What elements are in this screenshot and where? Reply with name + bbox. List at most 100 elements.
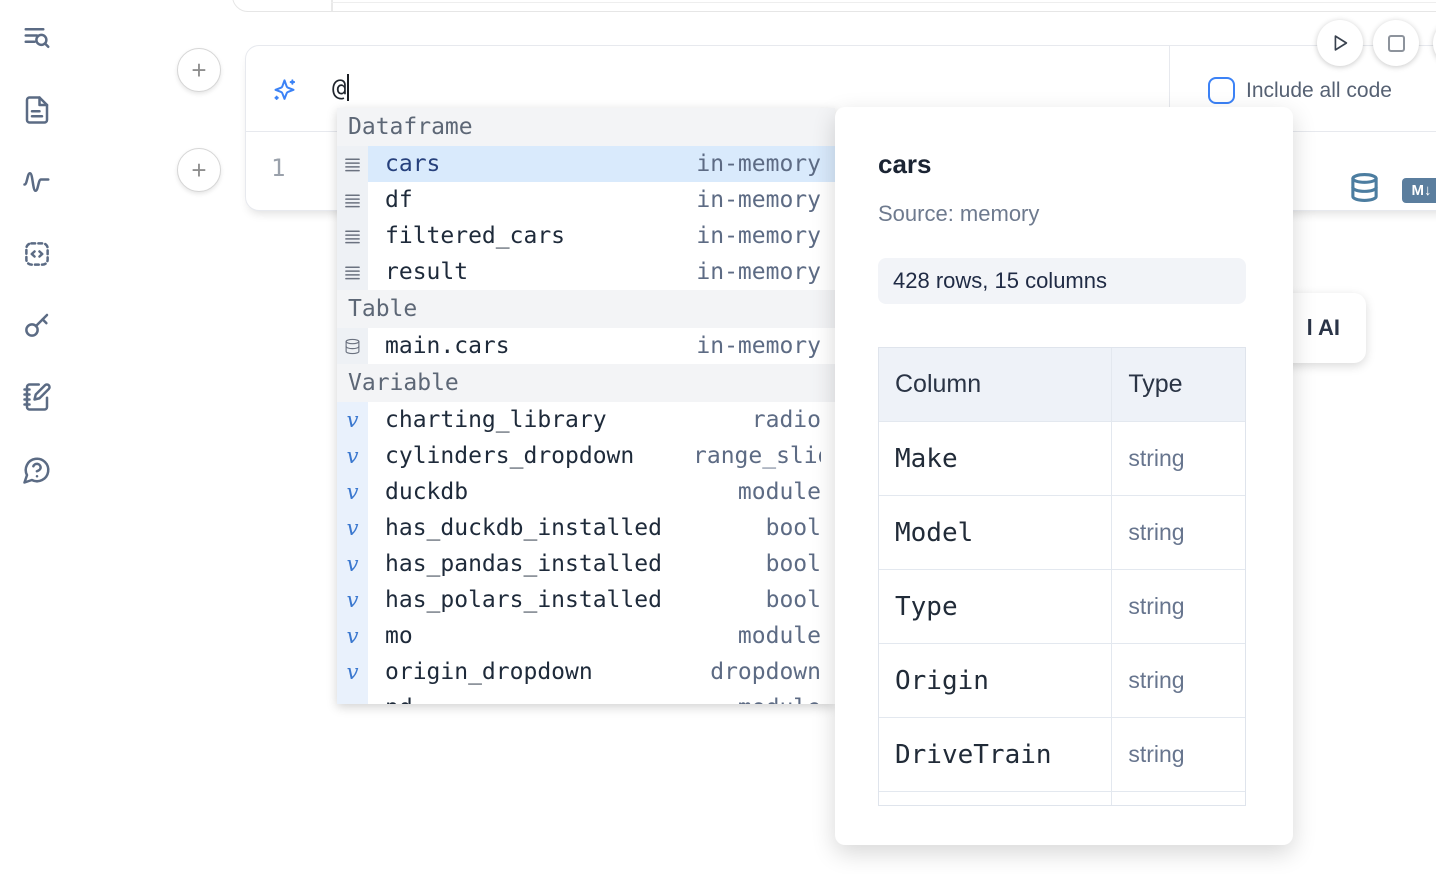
text-caret xyxy=(347,74,350,101)
preview-title: cars xyxy=(878,149,932,179)
column-name-cell: Make xyxy=(895,443,958,474)
autocomplete-item[interactable]: v origin_dropdown dropdown xyxy=(337,654,835,690)
markdown-icon[interactable]: M↓ xyxy=(1402,177,1436,203)
variable-icon: v xyxy=(337,654,368,690)
autocomplete-section-header: Dataframe xyxy=(337,108,835,146)
line-number: 1 xyxy=(271,154,286,182)
autocomplete-item-name: result xyxy=(385,259,469,285)
play-icon xyxy=(1334,35,1348,51)
autocomplete-item-name: duckdb xyxy=(385,479,469,505)
schema-row: Make string xyxy=(879,421,1245,495)
column-name-cell: Model xyxy=(895,517,974,548)
dataframe-preview-panel: cars Source: memory 428 rows, 15 columns… xyxy=(835,107,1293,845)
autocomplete-section-header: Table xyxy=(337,290,835,328)
add-cell-above-button[interactable]: + xyxy=(177,48,221,92)
preview-source: Source: memory xyxy=(878,201,1040,226)
scratchpad-icon[interactable] xyxy=(20,380,54,414)
dataframe-rows-icon xyxy=(337,218,368,254)
ai-sparkle-icon xyxy=(271,77,298,104)
edge-button-partial[interactable] xyxy=(1433,20,1436,66)
schema-row: Type string xyxy=(879,569,1245,643)
database-icon xyxy=(337,328,368,364)
autocomplete-item-name: charting_library xyxy=(385,407,607,433)
help-icon[interactable] xyxy=(20,453,54,487)
column-type-cell: string xyxy=(1111,644,1245,717)
autocomplete-item-name: df xyxy=(385,187,413,213)
autocomplete-item-type: bool xyxy=(765,515,821,541)
schema-row: Origin string xyxy=(879,643,1245,717)
column-type-cell: string xyxy=(1111,570,1245,643)
autocomplete-item-type: bool xyxy=(765,551,821,577)
toc-search-icon[interactable] xyxy=(20,21,54,55)
datasource-icon[interactable] xyxy=(1349,172,1380,208)
dataframe-rows-icon xyxy=(337,254,368,290)
autocomplete-item-type: in-memory xyxy=(696,259,821,285)
previous-cell-edge xyxy=(232,0,1436,12)
variable-icon: v xyxy=(337,474,368,510)
column-header: Column xyxy=(895,370,982,398)
autocomplete-item[interactable]: result in-memory xyxy=(337,254,835,290)
autocomplete-dropdown: Dataframe cars in-memory df in-memory filtere… xyxy=(337,108,835,704)
autocomplete-item-type: in-memory xyxy=(696,187,821,213)
autocomplete-item[interactable]: v has_duckdb_installed bool xyxy=(337,510,835,546)
autocomplete-item-type: range_slider xyxy=(693,443,821,469)
autocomplete-item-name: main.cars xyxy=(385,333,510,359)
autocomplete-item-name: mo xyxy=(385,623,413,649)
activity-icon[interactable] xyxy=(20,165,54,199)
autocomplete-item[interactable]: v cylinders_dropdown range_slider xyxy=(337,438,835,474)
include-all-code-label: Include all code xyxy=(1246,78,1392,102)
autocomplete-item-type: module xyxy=(737,479,821,505)
autocomplete-item-name: filtered_cars xyxy=(385,223,566,249)
prompt-options-divider xyxy=(1169,46,1170,131)
dataframe-rows-icon xyxy=(337,146,368,182)
autocomplete-item-type: in-memory xyxy=(696,151,821,177)
stop-icon xyxy=(1387,34,1405,52)
key-icon[interactable] xyxy=(20,308,54,342)
column-name-cell xyxy=(879,792,1111,805)
autocomplete-item-name: origin_dropdown xyxy=(385,659,593,685)
run-cell-button[interactable] xyxy=(1317,20,1363,66)
variable-icon: v xyxy=(337,438,368,474)
column-name-cell: DriveTrain xyxy=(895,739,1052,770)
autocomplete-item[interactable]: v has_polars_installed bool xyxy=(337,582,835,618)
column-type-cell xyxy=(1111,792,1245,805)
ai-prompt-input[interactable]: @ xyxy=(332,74,350,102)
add-cell-below-button[interactable]: + xyxy=(177,148,221,192)
autocomplete-item-type: module xyxy=(693,695,821,704)
column-name-cell: Type xyxy=(895,591,958,622)
dataframe-rows-icon xyxy=(337,182,368,218)
autocomplete-item[interactable]: df in-memory xyxy=(337,182,835,218)
autocomplete-item-type: bool xyxy=(765,587,821,613)
autocomplete-item-name: cars xyxy=(385,151,441,177)
autocomplete-section-header: Variable xyxy=(337,364,835,402)
autocomplete-item-name: has_polars_installed xyxy=(385,587,662,613)
autocomplete-item-name: has_duckdb_installed xyxy=(385,515,662,541)
schema-row xyxy=(879,791,1245,805)
autocomplete-item-name: pd xyxy=(385,695,413,704)
column-name-cell: Origin xyxy=(895,665,989,696)
stop-button[interactable] xyxy=(1373,20,1419,66)
autocomplete-item-name: cylinders_dropdown xyxy=(385,443,635,469)
variable-icon: v xyxy=(337,510,368,546)
column-type-cell: string xyxy=(1111,422,1245,495)
variable-icon: v xyxy=(337,618,368,654)
variable-icon: v xyxy=(337,402,368,438)
include-all-code-checkbox[interactable] xyxy=(1208,77,1235,104)
autocomplete-item[interactable]: cars in-memory xyxy=(337,146,835,182)
autocomplete-item-type: dropdown xyxy=(710,659,821,685)
preview-shape-badge: 428 rows, 15 columns xyxy=(878,258,1246,304)
autocomplete-item[interactable]: vpdmodule xyxy=(337,690,835,704)
variable-icon: v xyxy=(337,582,368,618)
code-block-icon[interactable] xyxy=(20,237,54,271)
file-text-icon[interactable] xyxy=(20,93,54,127)
autocomplete-item-type: module xyxy=(737,623,821,649)
